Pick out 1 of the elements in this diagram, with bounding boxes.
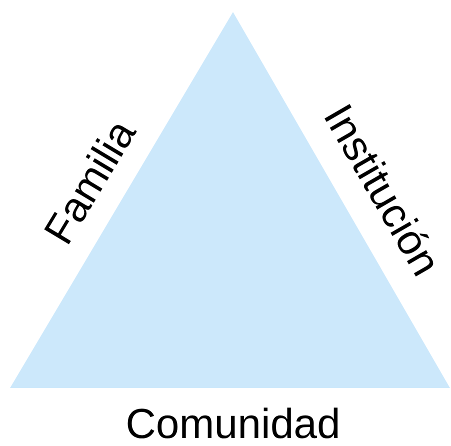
side-label: Comunidad bbox=[126, 403, 340, 445]
